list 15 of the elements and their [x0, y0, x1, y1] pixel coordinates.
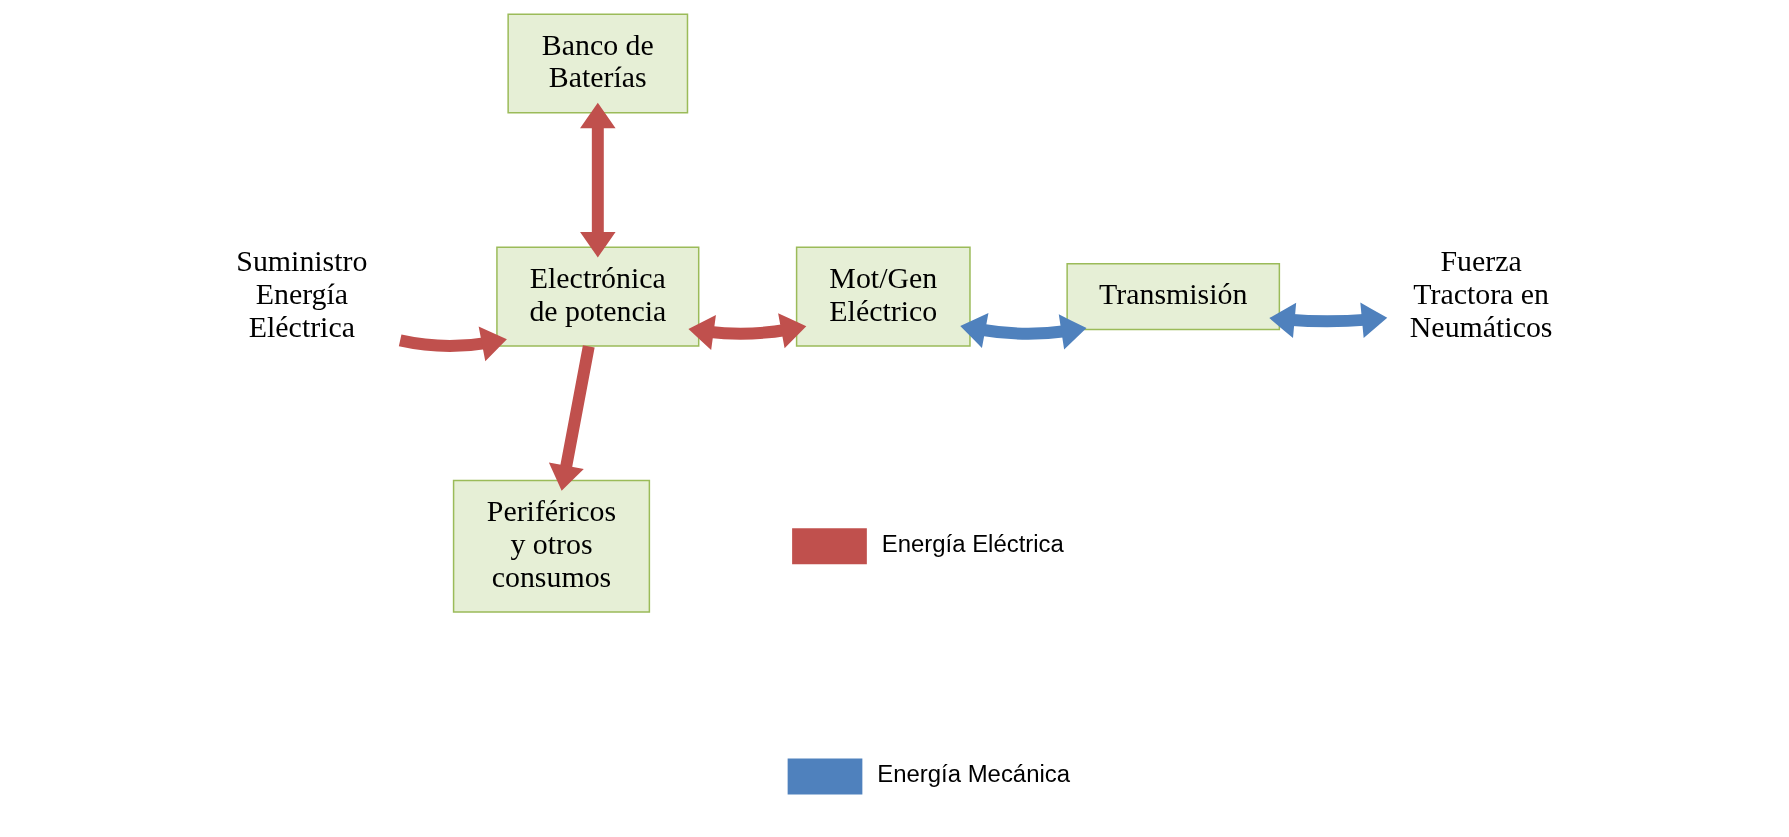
arrow — [688, 313, 807, 351]
arrow — [1269, 302, 1388, 339]
node-box: Periféricos y otros consumos — [452, 479, 651, 613]
node-text: Fuerza Tractora en Neumáticos — [1409, 244, 1553, 344]
node-text: Suministro Energía Eléctrica — [236, 244, 368, 344]
arrow — [960, 313, 1087, 350]
node-box: Mot/Gen Eléctrico — [795, 246, 971, 347]
arrow — [398, 326, 507, 362]
node-box: Electrónica de potencia — [496, 246, 700, 347]
arrow — [580, 102, 616, 258]
legend-label: Energía Eléctrica — [881, 529, 1064, 557]
legend-label: Energía Mecánica — [877, 760, 1070, 788]
arrow — [548, 345, 595, 491]
node-box: Banco de Baterías — [507, 13, 689, 114]
node-box: Transmisión — [1066, 263, 1281, 331]
